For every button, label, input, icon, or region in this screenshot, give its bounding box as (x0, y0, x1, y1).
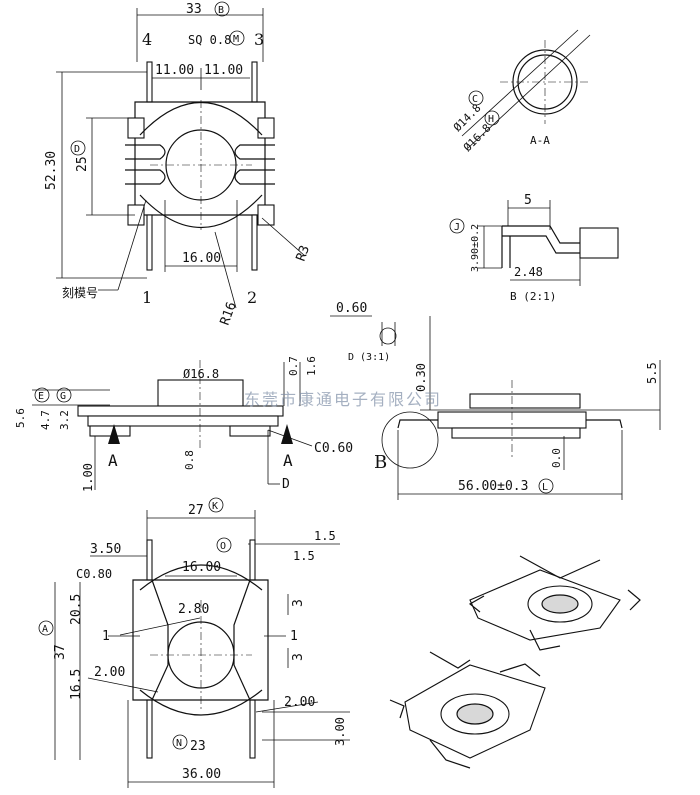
dim-32: 3.2 (58, 410, 71, 430)
dim-15-top: 1.5 (314, 529, 336, 543)
dim-300: 3.00 (333, 717, 347, 746)
dim-5600: 56.00±0.3 (458, 479, 528, 494)
ref-c: C (472, 94, 478, 105)
pin-1-label: 1 (142, 288, 152, 307)
pin-4-label: 4 (142, 30, 152, 49)
dim-56: 5.6 (14, 408, 27, 428)
dim-half-right: 11.00 (204, 63, 243, 78)
ref-j: J (454, 222, 460, 233)
dim-inner-25: 25 (75, 156, 90, 172)
chamfer-c060: C0.60 (314, 441, 353, 456)
dim-200-right: 2.00 (284, 695, 315, 710)
radius-r3: R3 (294, 244, 313, 264)
dim-15: 1.5 (293, 549, 315, 563)
dim-165: 16.5 (69, 669, 84, 700)
ref-m: M (233, 34, 239, 45)
section-a-right: A (283, 451, 293, 470)
pin-2-label: 2 (247, 288, 257, 307)
dim-1-right: 1 (290, 629, 298, 644)
dim-16: 1.6 (305, 356, 318, 376)
dim-1-left: 1 (102, 629, 110, 644)
section-caption: A-A (530, 134, 550, 147)
pin-3-label: 3 (254, 30, 264, 49)
side-view: E G 5.6 4.7 3.2 Ø16.8 A A 0.7 1.6 0.8 1.… (14, 356, 353, 492)
dim-3-bottom: 3 (291, 653, 306, 661)
dim-27: 27 (188, 503, 204, 518)
dim-5: 5 (524, 193, 532, 208)
dim-00: 0.0 (550, 448, 563, 468)
dim-width-33: 33 (186, 2, 202, 17)
dim-height-5230: 52.30 (44, 151, 59, 190)
bottom-view: 27 K O 1.5 1.5 3.50 16.00 C0.80 37 A 20.… (38, 497, 350, 788)
detail-d-caption: D (3:1) (348, 352, 390, 363)
dim-37: 37 (53, 644, 68, 660)
top-view: 33 B SQ 0.8 M 4 3 11.00 11.00 (44, 1, 313, 327)
dim-100: 1.00 (81, 463, 95, 492)
chamfer-c080: C0.80 (76, 567, 112, 581)
dim-060: 0.60 (336, 301, 367, 316)
dim-280: 2.80 (178, 602, 209, 617)
dim-1600-bottom: 16.00 (182, 560, 221, 575)
iso-render-top (468, 555, 641, 651)
radius-r16: R16 (218, 300, 240, 327)
dim-248: 2.48 (514, 265, 543, 279)
dim-half-left: 11.00 (155, 63, 194, 78)
dim-55: 5.5 (645, 362, 659, 384)
ref-l: L (542, 482, 548, 493)
dim-390: 3.90±0.2 (470, 224, 481, 272)
section-a-left: A (108, 451, 118, 470)
dim-bottom-1600: 16.00 (182, 251, 221, 266)
watermark: 东莞市康通电子有限公司 (244, 390, 442, 409)
front-view: 0.60 D (3:1) 0.30 5.5 B 0.0 56.00±0.3 L (330, 301, 661, 500)
ref-h: H (488, 114, 494, 125)
iso-render-bottom (389, 651, 546, 769)
ref-n: N (176, 738, 182, 749)
dim-23: 23 (190, 739, 206, 754)
ref-k: K (212, 501, 218, 512)
ref-o: O (220, 541, 226, 552)
dim-07: 0.7 (287, 356, 300, 376)
ref-g: G (60, 391, 66, 402)
ref-b: B (218, 5, 224, 16)
ref-e: E (38, 391, 44, 402)
dim-350: 3.50 (90, 542, 121, 557)
ref-d: D (74, 144, 80, 155)
dim-47: 4.7 (39, 410, 52, 430)
dim-3-top: 3 (291, 599, 306, 607)
dim-08: 0.8 (183, 450, 196, 470)
detail-b-caption: B (2:1) (510, 290, 556, 303)
pin-detail-b: 5 3.90±0.2 J 2.48 B (2:1) (449, 193, 619, 303)
mold-number-note: 刻模号 (62, 286, 98, 300)
dim-3600: 36.00 (182, 767, 221, 782)
diam-168-side: Ø16.8 (183, 367, 219, 381)
section-aa: Ø14.8 C Ø16.8 H A-A (451, 29, 591, 154)
detail-d-mark: D (282, 477, 290, 492)
sq-label: SQ 0.8 (188, 33, 231, 47)
dim-200-left: 2.00 (94, 665, 125, 680)
dim-030: 0.30 (414, 363, 428, 392)
detail-b-mark: B (374, 452, 387, 473)
dim-205: 20.5 (69, 594, 84, 625)
ref-a: A (42, 624, 48, 635)
